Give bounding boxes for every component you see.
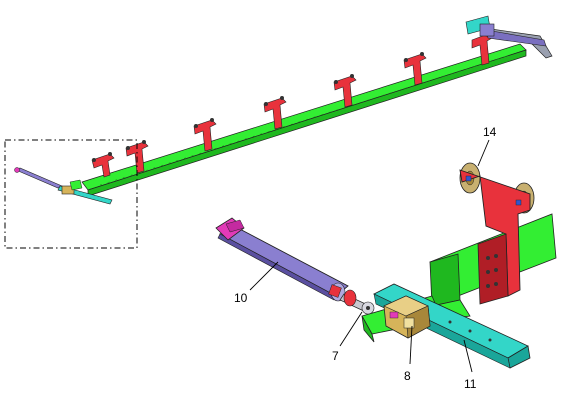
overview-bracket — [91, 152, 115, 178]
overview-bracket — [403, 52, 427, 86]
overview-bracket — [333, 74, 357, 108]
overview-bracket — [193, 118, 217, 152]
callout-11: 11 — [463, 339, 477, 391]
label-part-14: 14 — [483, 125, 497, 139]
detail-cylinder — [215, 217, 349, 302]
callout-10: 10 — [234, 261, 279, 305]
label-part-10: 10 — [234, 291, 248, 305]
label-part-11: 11 — [464, 377, 477, 391]
detail-callout-frame — [4, 139, 138, 249]
detail-clevis — [339, 289, 375, 315]
callout-7: 7 — [332, 311, 363, 363]
overview-long-beam — [81, 43, 527, 197]
overview-assembly — [4, 15, 553, 249]
callout-14: 14 — [477, 125, 497, 167]
overview-cylinder — [14, 167, 113, 205]
label-part-7: 7 — [332, 349, 339, 363]
overview-bracket — [263, 96, 287, 130]
detail-red-bracket — [459, 162, 535, 305]
overview-end-frame — [465, 15, 553, 59]
detail-gold-block — [383, 295, 431, 339]
detail-assembly — [215, 162, 557, 369]
label-part-8: 8 — [404, 369, 411, 383]
callout-8: 8 — [404, 325, 413, 383]
